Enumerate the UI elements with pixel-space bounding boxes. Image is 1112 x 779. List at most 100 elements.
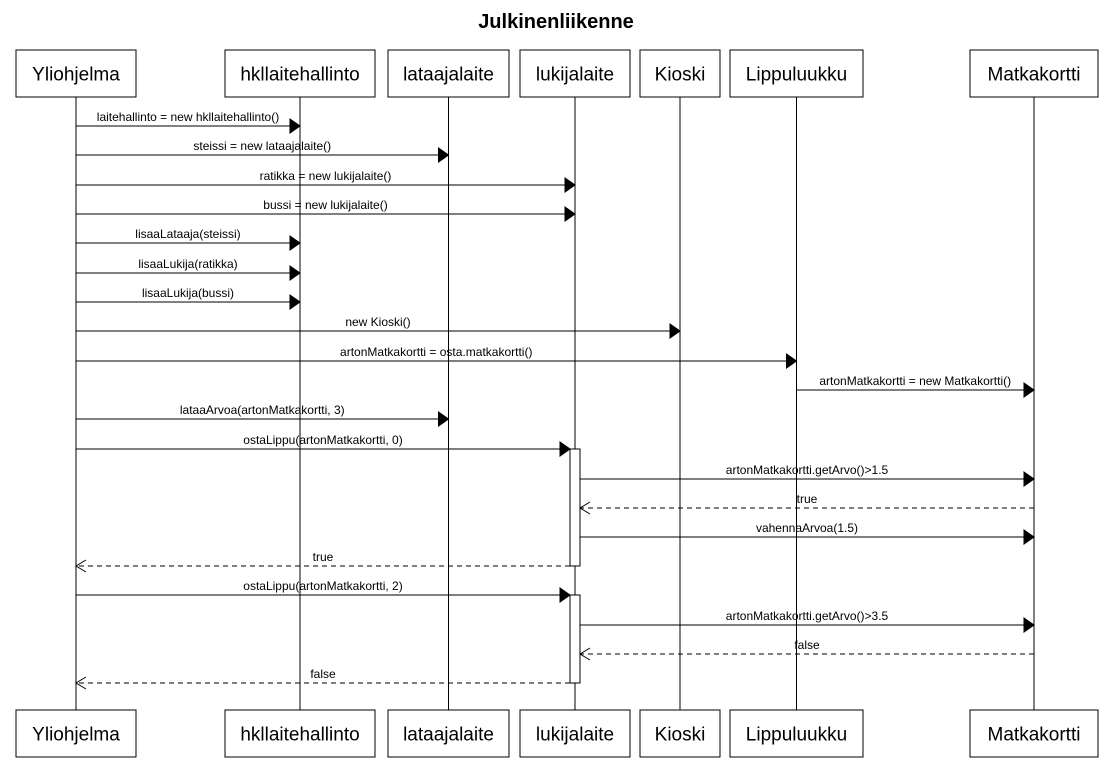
activation-bar-lukijalaite xyxy=(569,448,581,567)
message-label: false xyxy=(310,667,336,681)
participant-label: Kioski xyxy=(655,725,706,746)
participant-label: Yliohjelma xyxy=(32,65,120,86)
participant-label: Matkakortti xyxy=(988,65,1081,86)
participant-kioski-bottom: Kioski xyxy=(639,709,721,758)
message-6: lisaaLukija(bussi) xyxy=(76,286,301,310)
message-label: new Kioski() xyxy=(345,315,410,329)
message-label: false xyxy=(794,638,820,652)
message-label: ostaLippu(artonMatkakortti, 0) xyxy=(243,433,402,447)
message-label: true xyxy=(797,492,818,506)
filled-arrowhead-icon xyxy=(786,353,798,369)
message-label: lisaaLataaja(steissi) xyxy=(135,227,240,241)
participant-box xyxy=(224,709,376,758)
message-label: true xyxy=(313,550,334,564)
participant-box xyxy=(519,49,631,98)
participant-label: lukijalaite xyxy=(536,725,614,746)
participant-box xyxy=(639,709,721,758)
message-9: artonMatkakortti = new Matkakortti() xyxy=(796,374,1035,398)
participant-box xyxy=(15,709,137,758)
filled-arrowhead-icon xyxy=(438,411,450,427)
message-label: ostaLippu(artonMatkakortti, 2) xyxy=(243,579,402,593)
filled-arrowhead-icon xyxy=(1023,529,1035,545)
filled-arrowhead-icon xyxy=(559,441,571,457)
participant-yliohjelma-top: Yliohjelma xyxy=(15,49,137,98)
open-arrowhead-icon xyxy=(75,559,87,573)
filled-arrowhead-icon xyxy=(289,265,301,281)
message-7: new Kioski() xyxy=(76,315,681,339)
message-label: lataaArvoa(artonMatkakortti, 3) xyxy=(180,403,345,417)
open-arrowhead-icon xyxy=(75,676,87,690)
participant-box xyxy=(224,49,376,98)
participant-yliohjelma-bottom: Yliohjelma xyxy=(15,709,137,758)
filled-arrowhead-icon xyxy=(438,147,450,163)
open-arrowhead-icon xyxy=(579,647,591,661)
activation-bar-lukijalaite xyxy=(569,594,581,684)
participant-box xyxy=(15,49,137,98)
participant-label: lukijalaite xyxy=(536,65,614,86)
message-label: lisaaLukija(ratikka) xyxy=(138,257,237,271)
message-3: bussi = new lukijalaite() xyxy=(76,198,576,222)
message-5: lisaaLukija(ratikka) xyxy=(76,257,301,281)
filled-arrowhead-icon xyxy=(1023,617,1035,633)
message-4: lisaaLataaja(steissi) xyxy=(76,227,301,251)
message-15: true xyxy=(75,550,570,573)
filled-arrowhead-icon xyxy=(289,235,301,251)
participant-lataajalaite-bottom: lataajalaite xyxy=(387,709,510,758)
participant-box xyxy=(387,709,510,758)
message-label: artonMatkakortti = new Matkakortti() xyxy=(819,374,1011,388)
filled-arrowhead-icon xyxy=(1023,382,1035,398)
message-17: artonMatkakortti.getArvo()>3.5 xyxy=(580,609,1035,633)
message-18: false xyxy=(579,638,1034,661)
message-2: ratikka = new lukijalaite() xyxy=(76,169,576,193)
participant-box xyxy=(729,709,864,758)
message-10: lataaArvoa(artonMatkakortti, 3) xyxy=(76,403,450,427)
message-label: artonMatkakortti.getArvo()>1.5 xyxy=(726,463,889,477)
participant-label: Yliohjelma xyxy=(32,725,120,746)
participant-lukijalaite-bottom: lukijalaite xyxy=(519,709,631,758)
message-label: steissi = new lataajalaite() xyxy=(193,139,331,153)
filled-arrowhead-icon xyxy=(669,323,681,339)
filled-arrowhead-icon xyxy=(564,206,576,222)
participant-matkakortti-bottom: Matkakortti xyxy=(969,709,1099,758)
participant-box xyxy=(969,49,1099,98)
message-13: true xyxy=(579,492,1034,515)
participant-lukijalaite-top: lukijalaite xyxy=(519,49,631,98)
filled-arrowhead-icon xyxy=(289,294,301,310)
open-arrowhead-icon xyxy=(579,501,591,515)
participant-box xyxy=(387,49,510,98)
filled-arrowhead-icon xyxy=(564,177,576,193)
participant-label: Lippuluukku xyxy=(746,725,847,746)
participant-box xyxy=(729,49,864,98)
participant-hkllaitehallinto-bottom: hkllaitehallinto xyxy=(224,709,376,758)
message-label: laitehallinto = new hkllaitehallinto() xyxy=(97,110,279,124)
participant-box xyxy=(969,709,1099,758)
message-14: vahennaArvoa(1.5) xyxy=(580,521,1035,545)
message-label: bussi = new lukijalaite() xyxy=(263,198,387,212)
message-label: vahennaArvoa(1.5) xyxy=(756,521,858,535)
participant-lataajalaite-top: lataajalaite xyxy=(387,49,510,98)
participant-box xyxy=(639,49,721,98)
message-11: ostaLippu(artonMatkakortti, 0) xyxy=(76,433,571,457)
participant-lippuluukku-top: Lippuluukku xyxy=(729,49,864,98)
message-label: artonMatkakortti = osta.matkakortti() xyxy=(340,345,532,359)
message-19: false xyxy=(75,667,570,690)
message-label: artonMatkakortti.getArvo()>3.5 xyxy=(726,609,889,623)
participant-label: Matkakortti xyxy=(988,725,1081,746)
message-label: ratikka = new lukijalaite() xyxy=(260,169,392,183)
participant-hkllaitehallinto-top: hkllaitehallinto xyxy=(224,49,376,98)
filled-arrowhead-icon xyxy=(289,118,301,134)
filled-arrowhead-icon xyxy=(1023,471,1035,487)
participant-label: Kioski xyxy=(655,65,706,86)
message-16: ostaLippu(artonMatkakortti, 2) xyxy=(76,579,571,603)
participant-label: lataajalaite xyxy=(403,65,494,86)
participant-label: hkllaitehallinto xyxy=(240,725,359,746)
participant-matkakortti-top: Matkakortti xyxy=(969,49,1099,98)
participant-lippuluukku-bottom: Lippuluukku xyxy=(729,709,864,758)
participant-label: hkllaitehallinto xyxy=(240,65,359,86)
filled-arrowhead-icon xyxy=(559,587,571,603)
message-8: artonMatkakortti = osta.matkakortti() xyxy=(76,345,798,369)
diagram-title: Julkinenliikenne xyxy=(478,11,634,33)
message-12: artonMatkakortti.getArvo()>1.5 xyxy=(580,463,1035,487)
message-0: laitehallinto = new hkllaitehallinto() xyxy=(76,110,301,134)
